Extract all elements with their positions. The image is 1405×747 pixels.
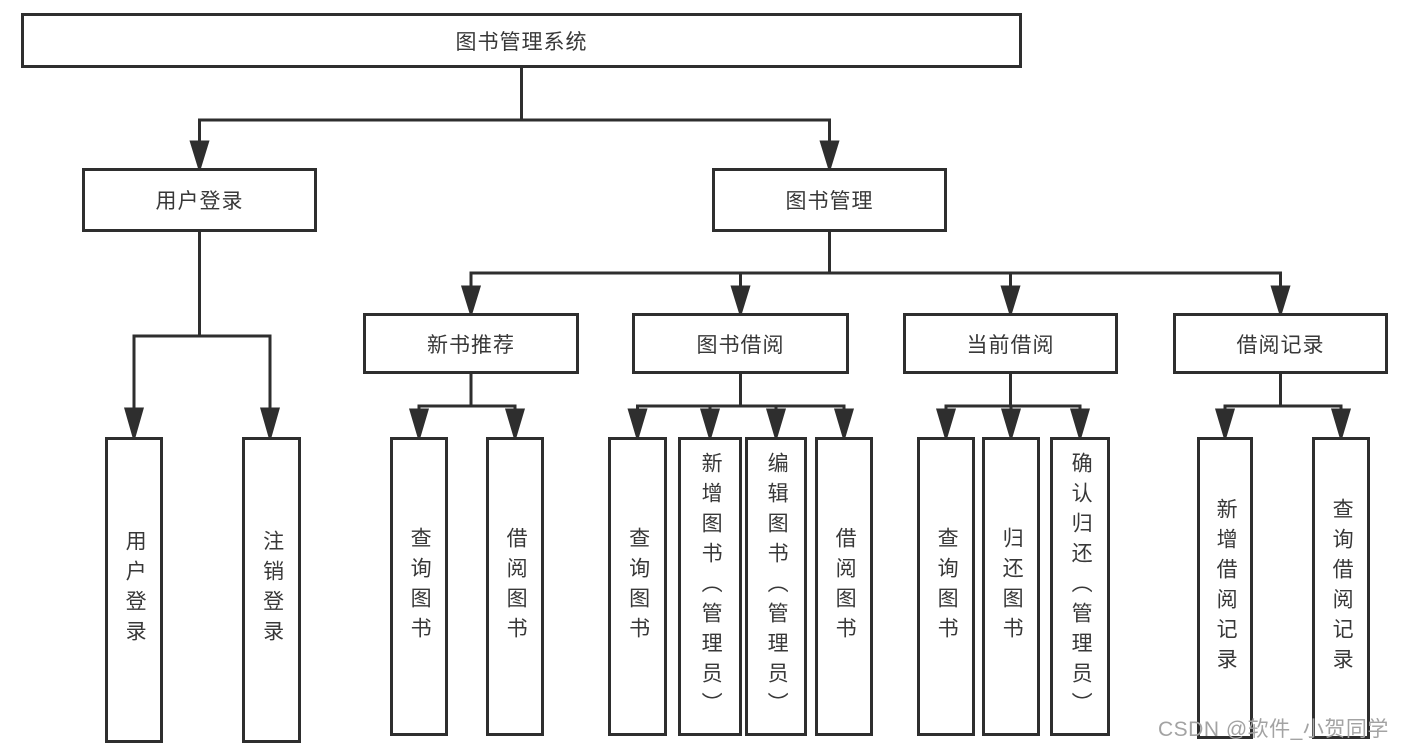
leaf-borrow-books-label: 借阅图书	[833, 526, 857, 647]
leaf-add-books-admin-label: 新增图书（管理员）	[699, 451, 723, 722]
node-current-borrow-label: 当前借阅	[966, 333, 1055, 357]
leaf-add-borrow-record-label: 新增借阅记录	[1214, 498, 1238, 678]
node-root-system-label: 图书管理系统	[455, 30, 588, 54]
leaf-add-borrow-record: 新增借阅记录	[1197, 437, 1253, 739]
leaf-borrow-query-books-label: 查询图书	[626, 526, 650, 647]
leaf-return-books: 归还图书	[982, 437, 1040, 736]
leaf-query-borrow-record: 查询借阅记录	[1312, 437, 1370, 739]
leaf-recommend-borrow-books-label: 借阅图书	[504, 526, 528, 647]
leaf-recommend-query-books-label: 查询图书	[408, 526, 432, 647]
node-book-management-label: 图书管理	[785, 190, 874, 213]
node-book-borrow-label: 图书借阅	[696, 333, 785, 357]
csdn-watermark: CSDN @软件_小贺同学	[1158, 718, 1389, 741]
leaf-recommend-query-books: 查询图书	[390, 437, 448, 736]
leaf-return-books-label: 归还图书	[1000, 526, 1024, 647]
node-new-book-recommend: 新书推荐	[363, 313, 579, 374]
leaf-borrow-query-books: 查询图书	[608, 437, 667, 736]
leaf-borrow-books: 借阅图书	[815, 437, 873, 736]
leaf-add-books-admin: 新增图书（管理员）	[678, 437, 742, 736]
leaf-confirm-return-admin-label: 确认归还（管理员）	[1069, 451, 1093, 722]
leaf-user-login-label: 用户登录	[123, 530, 147, 650]
leaf-logout-label: 注销登录	[260, 530, 284, 650]
node-new-book-recommend-label: 新书推荐	[427, 333, 515, 357]
node-root-system: 图书管理系统	[21, 13, 1022, 68]
node-user-login-label: 用户登录	[155, 190, 244, 213]
node-book-borrow: 图书借阅	[632, 313, 849, 374]
leaf-current-query-books-label: 查询图书	[935, 526, 959, 647]
node-borrow-records-label: 借阅记录	[1236, 333, 1325, 357]
leaf-logout: 注销登录	[242, 437, 301, 743]
leaf-edit-books-admin: 编辑图书（管理员）	[745, 437, 807, 736]
node-book-management: 图书管理	[712, 168, 947, 232]
leaf-current-query-books: 查询图书	[917, 437, 975, 736]
leaf-edit-books-admin-label: 编辑图书（管理员）	[765, 451, 789, 722]
leaf-user-login: 用户登录	[105, 437, 163, 743]
leaf-query-borrow-record-label: 查询借阅记录	[1330, 498, 1354, 678]
leaf-confirm-return-admin: 确认归还（管理员）	[1050, 437, 1110, 736]
leaf-recommend-borrow-books: 借阅图书	[486, 437, 544, 736]
node-current-borrow: 当前借阅	[903, 313, 1118, 374]
node-borrow-records: 借阅记录	[1173, 313, 1388, 374]
node-user-login: 用户登录	[82, 168, 317, 232]
